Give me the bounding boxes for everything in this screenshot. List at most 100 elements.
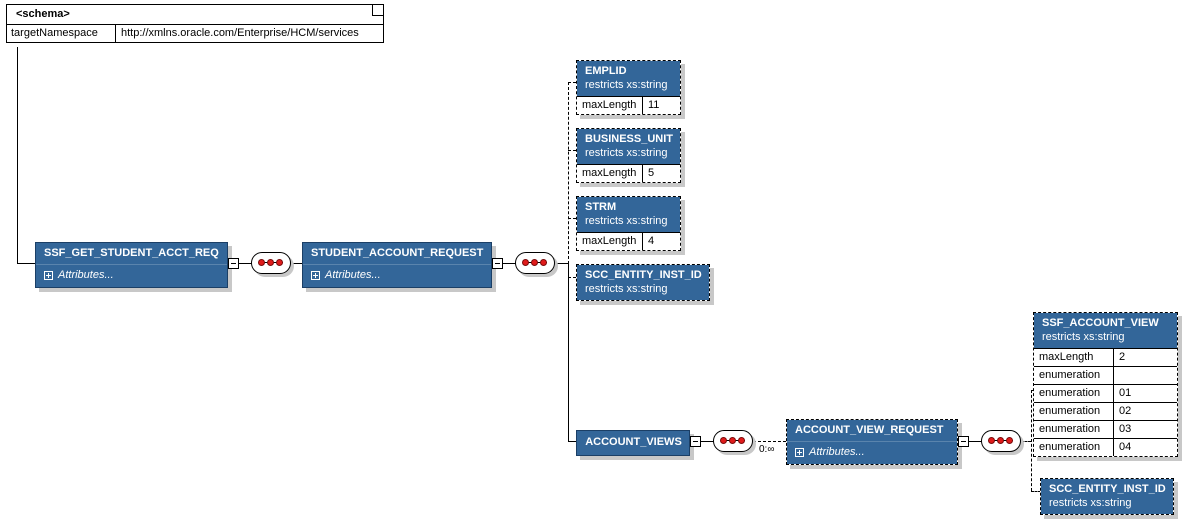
connector-branch-right-trunk bbox=[1031, 390, 1032, 491]
node-title: SSF_GET_STUDENT_ACCT_REQ bbox=[36, 243, 227, 264]
expand-plus-icon[interactable] bbox=[795, 448, 804, 457]
node-title: STUDENT_ACCOUNT_REQUEST bbox=[303, 243, 491, 264]
node-title: STRM bbox=[577, 197, 680, 215]
connector-branch-up-trunk bbox=[568, 82, 569, 264]
connector-seq2-stub bbox=[555, 263, 568, 264]
node-title: EMPLID bbox=[577, 61, 680, 79]
attributes-label: Attributes... bbox=[325, 269, 381, 281]
cardinality-label-account-views: 0:∞ bbox=[758, 444, 776, 455]
facet-row: enumeration 02 bbox=[1034, 402, 1177, 420]
schema-attribute-value: http://xmlns.oracle.com/Enterprise/HCM/s… bbox=[121, 27, 359, 39]
node-emplid[interactable]: EMPLID restricts xs:string maxLength 11 bbox=[576, 60, 685, 119]
schema-attribute-row: targetNamespace http://xmlns.oracle.com/… bbox=[7, 25, 383, 42]
attributes-row[interactable]: Attributes... bbox=[787, 441, 957, 464]
facet-key: enumeration bbox=[1034, 385, 1114, 402]
node-restriction: restricts xs:string bbox=[1041, 497, 1173, 514]
sequence-dot bbox=[720, 437, 727, 444]
facet-value bbox=[1114, 367, 1177, 384]
sequence-connector-1[interactable] bbox=[251, 252, 294, 277]
sequence-dot bbox=[267, 259, 274, 266]
connector-stub-scc-entity-inst-id bbox=[568, 277, 576, 278]
node-title: ACCOUNT_VIEWS bbox=[577, 431, 689, 455]
facet-key: enumeration bbox=[1034, 421, 1114, 438]
connector-student-request-to-seq2 bbox=[503, 263, 516, 264]
connector-schema-horizontal bbox=[17, 263, 35, 264]
collapse-toggle-account-view-request[interactable] bbox=[958, 436, 969, 447]
sequence-dot bbox=[997, 437, 1004, 444]
attributes-label: Attributes... bbox=[58, 269, 114, 281]
node-account-views[interactable]: ACCOUNT_VIEWS bbox=[576, 430, 694, 460]
sequence-dot bbox=[729, 437, 736, 444]
facet-row: maxLength 5 bbox=[577, 164, 680, 182]
expand-plus-icon[interactable] bbox=[44, 271, 53, 280]
facet-value: 5 bbox=[648, 167, 655, 179]
sequence-dot bbox=[276, 259, 283, 266]
connector-schema-vertical bbox=[17, 47, 18, 263]
sequence-dot bbox=[258, 259, 265, 266]
node-restriction: restricts xs:string bbox=[577, 283, 709, 300]
node-ssf-get-student-acct-req[interactable]: SSF_GET_STUDENT_ACCT_REQ Attributes... bbox=[35, 242, 232, 292]
facet-row: enumeration 03 bbox=[1034, 420, 1177, 438]
connector-stub-strm bbox=[568, 218, 576, 219]
connector-stub-emplid bbox=[568, 82, 576, 83]
connector-to-account-views bbox=[568, 441, 576, 442]
collapse-toggle-root-request[interactable] bbox=[228, 258, 239, 269]
facet-value: 4 bbox=[648, 235, 655, 247]
page-fold-icon bbox=[372, 5, 383, 16]
facet-key: maxLength bbox=[577, 165, 643, 182]
facet-key: enumeration bbox=[1034, 403, 1114, 420]
connector-account-views-to-seq3 bbox=[701, 441, 714, 442]
node-scc-entity-inst-id-bottom[interactable]: SCC_ENTITY_INST_ID restricts xs:string bbox=[1040, 478, 1178, 519]
node-title: SCC_ENTITY_INST_ID bbox=[577, 265, 709, 283]
node-title: ACCOUNT_VIEW_REQUEST bbox=[787, 420, 957, 441]
node-restriction: restricts xs:string bbox=[577, 215, 680, 232]
node-restriction: restricts xs:string bbox=[1034, 331, 1177, 348]
connector-account-view-request-to-seq4 bbox=[969, 441, 982, 442]
connector-root-to-seq1 bbox=[239, 263, 252, 264]
facet-value: 2 bbox=[1119, 351, 1126, 363]
collapse-toggle-account-views[interactable] bbox=[690, 436, 701, 447]
sequence-dot bbox=[522, 259, 529, 266]
sequence-dot bbox=[988, 437, 995, 444]
node-business-unit[interactable]: BUSINESS_UNIT restricts xs:string maxLen… bbox=[576, 128, 685, 187]
sequence-dot bbox=[1006, 437, 1013, 444]
facet-row: maxLength 11 bbox=[577, 96, 680, 114]
connector-stub-scc-entity-inst-id-bottom bbox=[1031, 491, 1041, 492]
facet-key: enumeration bbox=[1034, 439, 1114, 456]
sequence-connector-3[interactable] bbox=[713, 430, 756, 455]
sequence-dot bbox=[738, 437, 745, 444]
facet-key: maxLength bbox=[577, 97, 643, 114]
connector-seq4-stub bbox=[1021, 441, 1031, 442]
node-restriction: restricts xs:string bbox=[577, 147, 680, 164]
expand-plus-icon[interactable] bbox=[311, 271, 320, 280]
facet-value: 04 bbox=[1119, 441, 1132, 453]
node-strm[interactable]: STRM restricts xs:string maxLength 4 bbox=[576, 196, 685, 255]
schema-title: <schema> bbox=[7, 5, 383, 25]
node-account-view-request[interactable]: ACCOUNT_VIEW_REQUEST Attributes... bbox=[786, 419, 962, 469]
facet-row: maxLength 2 bbox=[1034, 348, 1177, 366]
node-ssf-account-view[interactable]: SSF_ACCOUNT_VIEW restricts xs:string max… bbox=[1033, 312, 1182, 461]
attributes-row[interactable]: Attributes... bbox=[36, 264, 227, 287]
sequence-dot bbox=[531, 259, 538, 266]
facet-row: enumeration 04 bbox=[1034, 438, 1177, 456]
connector-branch-down-trunk bbox=[568, 263, 569, 441]
node-title: SCC_ENTITY_INST_ID bbox=[1041, 479, 1173, 497]
connector-seq1-to-student-request bbox=[291, 263, 302, 264]
connector-stub-business-unit bbox=[568, 150, 576, 151]
node-student-account-request[interactable]: STUDENT_ACCOUNT_REQUEST Attributes... bbox=[302, 242, 496, 292]
sequence-connector-2[interactable] bbox=[515, 252, 558, 277]
sequence-connector-4[interactable] bbox=[981, 430, 1024, 455]
facet-value: 01 bbox=[1119, 387, 1132, 399]
node-scc-entity-inst-id-top[interactable]: SCC_ENTITY_INST_ID restricts xs:string bbox=[576, 264, 714, 305]
attributes-row[interactable]: Attributes... bbox=[303, 264, 491, 287]
facet-value: 11 bbox=[648, 99, 660, 111]
node-title: BUSINESS_UNIT bbox=[577, 129, 680, 147]
facet-key: maxLength bbox=[577, 233, 643, 250]
collapse-toggle-student-request[interactable] bbox=[492, 258, 503, 269]
facet-row: enumeration bbox=[1034, 366, 1177, 384]
sequence-dot bbox=[540, 259, 547, 266]
facet-row: enumeration 01 bbox=[1034, 384, 1177, 402]
node-title: SSF_ACCOUNT_VIEW bbox=[1034, 313, 1177, 331]
schema-root-box[interactable]: <schema> targetNamespace http://xmlns.or… bbox=[6, 4, 384, 43]
